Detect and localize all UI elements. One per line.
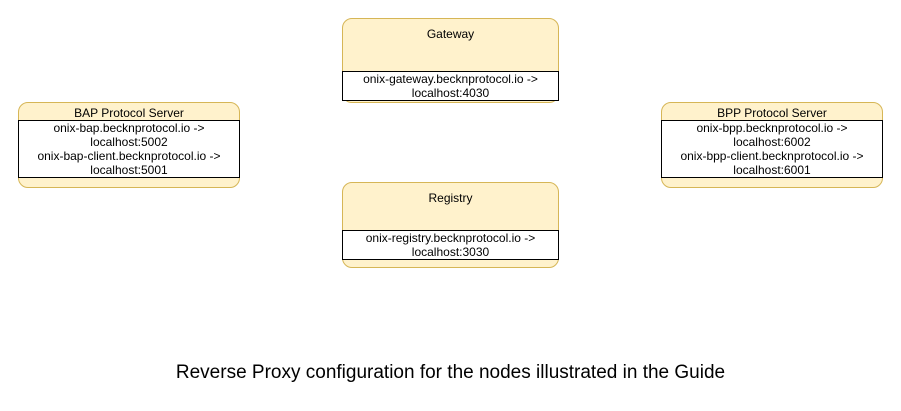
node-bpp-mapping: onix-bpp.becknprotocol.io -> localhost:6… [661, 120, 883, 178]
mapping-line: onix-bap-client.becknprotocol.io -> [37, 149, 221, 163]
mapping-line: onix-bpp-client.becknprotocol.io -> [680, 149, 864, 163]
mapping-line: localhost:5002 [90, 135, 168, 149]
mapping-line: localhost:5001 [90, 163, 168, 177]
node-bap-mapping: onix-bap.becknprotocol.io -> localhost:5… [18, 120, 240, 178]
mapping-line: onix-gateway.becknprotocol.io -> [363, 72, 538, 86]
mapping-line: localhost:6001 [733, 163, 811, 177]
mapping-line: localhost:4030 [411, 86, 490, 100]
node-bpp-title: BPP Protocol Server [717, 106, 827, 120]
node-registry: Registry onix-registry.becknprotocol.io … [342, 182, 559, 268]
mapping-line: localhost:6002 [733, 135, 811, 149]
node-bpp-protocol-server: BPP Protocol Server onix-bpp.becknprotoc… [661, 102, 883, 188]
node-bap-title: BAP Protocol Server [74, 106, 184, 120]
diagram-caption: Reverse Proxy configuration for the node… [175, 362, 726, 383]
mapping-line: localhost:3030 [411, 245, 490, 259]
node-gateway-mapping: onix-gateway.becknprotocol.io -> localho… [342, 71, 559, 101]
mapping-line: onix-registry.becknprotocol.io -> [365, 231, 536, 245]
node-bap-protocol-server: BAP Protocol Server onix-bap.becknprotoc… [18, 102, 240, 188]
node-registry-title: Registry [428, 191, 473, 205]
node-registry-mapping: onix-registry.becknprotocol.io -> localh… [342, 230, 559, 260]
node-gateway-title: Gateway [426, 27, 475, 41]
mapping-line: onix-bap.becknprotocol.io -> [53, 121, 205, 135]
node-gateway: Gateway onix-gateway.becknprotocol.io ->… [342, 18, 559, 103]
mapping-line: onix-bpp.becknprotocol.io -> [696, 121, 848, 135]
